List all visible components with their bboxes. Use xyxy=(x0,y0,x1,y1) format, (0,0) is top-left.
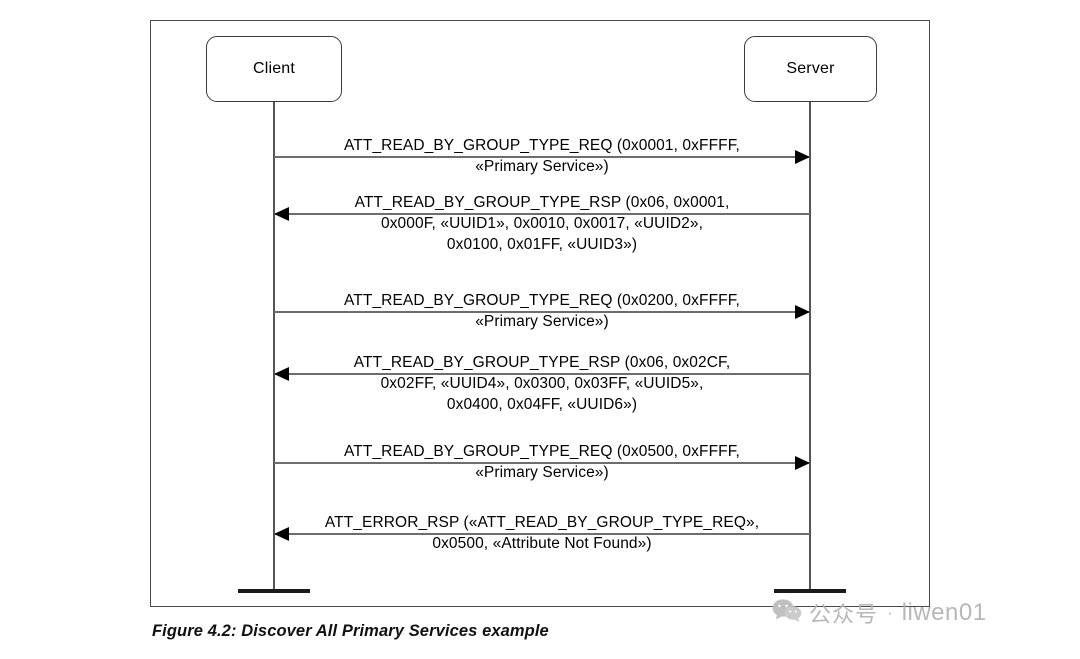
message-label: ATT_READ_BY_GROUP_TYPE_RSP (0x06, 0x02CF… xyxy=(274,352,810,415)
lifeline-server xyxy=(809,102,811,591)
message-label-line: ATT_READ_BY_GROUP_TYPE_RSP (0x06, 0x02CF… xyxy=(353,354,731,371)
message-label-line: ATT_READ_BY_GROUP_TYPE_REQ (0x0001, 0xFF… xyxy=(344,137,740,154)
message-label-line: 0x0500, «Attribute Not Found») xyxy=(432,535,652,552)
arrowhead-right-icon xyxy=(795,305,810,319)
message-label: ATT_READ_BY_GROUP_TYPE_REQ (0x0200, 0xFF… xyxy=(274,290,810,332)
message-label-line: «Primary Service») xyxy=(475,313,609,330)
arrowhead-left-icon xyxy=(274,527,289,541)
message-label-line: 0x0100, 0x01FF, «UUID3») xyxy=(446,236,638,253)
arrowhead-right-icon xyxy=(795,150,810,164)
message-line xyxy=(274,373,810,375)
message-line xyxy=(274,533,810,535)
lifeline-client xyxy=(273,102,275,591)
message-label-line: ATT_READ_BY_GROUP_TYPE_RSP (0x06, 0x0001… xyxy=(354,194,730,211)
lifeline-head-client-label: Client xyxy=(252,60,296,77)
arrowhead-left-icon xyxy=(274,207,289,221)
message-label-line: «Primary Service») xyxy=(475,158,609,175)
figure-caption: Figure 4.2: Discover All Primary Service… xyxy=(152,622,549,640)
message-line xyxy=(274,311,810,313)
lifeline-termination-server xyxy=(774,589,846,593)
arrowhead-right-icon xyxy=(795,456,810,470)
message-line xyxy=(274,213,810,215)
message-label: ATT_ERROR_RSP («ATT_READ_BY_GROUP_TYPE_R… xyxy=(274,512,810,554)
lifeline-head-client: Client xyxy=(206,36,342,102)
figure-frame xyxy=(150,20,930,607)
lifeline-termination-client xyxy=(238,589,310,593)
lifeline-head-server: Server xyxy=(744,36,877,102)
message-line xyxy=(274,156,810,158)
message-label-line: 0x02FF, «UUID4», 0x0300, 0x03FF, «UUID5»… xyxy=(380,375,704,392)
message-line xyxy=(274,462,810,464)
arrowhead-left-icon xyxy=(274,367,289,381)
message-label-line: 0x000F, «UUID1», 0x0010, 0x0017, «UUID2»… xyxy=(380,215,704,232)
message-label-line: «Primary Service») xyxy=(475,464,609,481)
message-label: ATT_READ_BY_GROUP_TYPE_RSP (0x06, 0x0001… xyxy=(274,192,810,255)
message-label-line: 0x0400, 0x04FF, «UUID6») xyxy=(446,396,638,413)
message-label-line: ATT_ERROR_RSP («ATT_READ_BY_GROUP_TYPE_R… xyxy=(324,514,760,531)
lifeline-head-server-label: Server xyxy=(786,60,835,77)
message-label: ATT_READ_BY_GROUP_TYPE_REQ (0x0500, 0xFF… xyxy=(274,441,810,483)
message-label: ATT_READ_BY_GROUP_TYPE_REQ (0x0001, 0xFF… xyxy=(274,135,810,177)
message-label-line: ATT_READ_BY_GROUP_TYPE_REQ (0x0200, 0xFF… xyxy=(344,292,740,309)
message-label-line: ATT_READ_BY_GROUP_TYPE_REQ (0x0500, 0xFF… xyxy=(344,443,740,460)
